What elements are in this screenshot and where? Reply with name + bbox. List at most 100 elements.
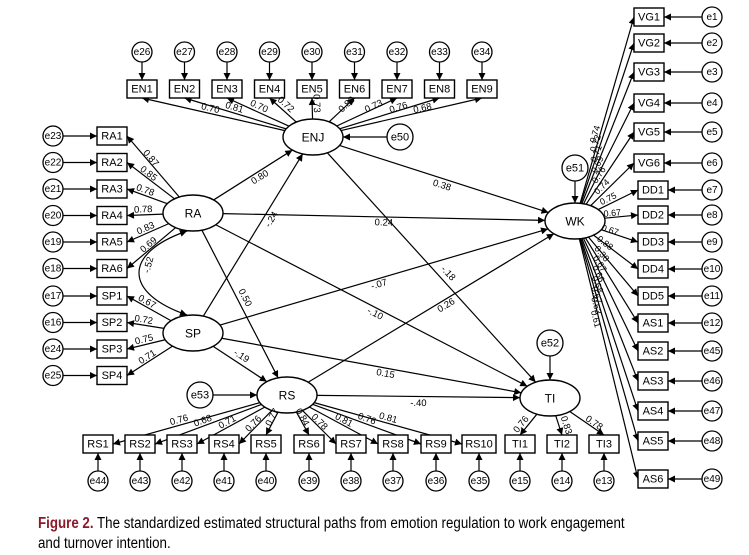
loading-line-SP2: [126, 320, 165, 329]
loading-line-AS6: [578, 238, 640, 480]
error-e22-label: e22: [45, 158, 62, 169]
indicator-RA6-label: RA6: [101, 263, 122, 275]
indicator-EN3: [211, 79, 243, 99]
loading-value-RA2: 0.85: [138, 164, 159, 184]
loading-line-DD1: [597, 189, 639, 211]
indicator-TI2: [546, 434, 578, 454]
path-coef-RA-WK: 0.24: [375, 217, 394, 228]
loading-value-TI2: 0.83: [558, 415, 574, 436]
loading-line-VG5: [585, 131, 635, 205]
indicator-TI3-label: TI3: [596, 439, 612, 451]
figure-caption: Figure 2. The standardized estimated str…: [38, 514, 640, 554]
error-e20: [42, 204, 64, 227]
loading-value-SP1: 0.67: [136, 293, 158, 312]
loading-value-RS7: 0.78: [309, 412, 330, 433]
latent-label-TI: TI: [545, 392, 556, 406]
loading-line-AS1: [584, 237, 639, 324]
path-coef-RS-WK: 0.26: [436, 296, 458, 315]
loading-line-RA5: [126, 223, 170, 243]
path-line-SP-RS: [212, 345, 268, 383]
error-e20-label: e20: [45, 211, 62, 222]
path-coef-ENJ-WK: 0.38: [431, 178, 452, 194]
latent-label-ENJ: ENJ: [302, 131, 325, 145]
indicator-DD4-label: DD4: [642, 264, 664, 276]
error-e25: [42, 364, 64, 387]
indicator-VG6: [633, 153, 665, 173]
error-e39: [298, 470, 320, 492]
indicator-VG4: [633, 93, 665, 113]
loading-line-RA4: [126, 211, 164, 219]
indicator-RS1-label: RS1: [87, 439, 108, 451]
indicator-VG1-label: VG1: [638, 12, 660, 24]
loading-line-EN3: [226, 97, 290, 127]
error-e40: [255, 470, 277, 492]
loading-line-RA1: [126, 135, 180, 198]
indicator-VG2-label: VG2: [638, 38, 660, 50]
indicator-EN7: [381, 79, 413, 99]
indicator-EN6: [338, 79, 371, 99]
error-e8: [701, 204, 723, 226]
disturbance-e52: [536, 329, 564, 357]
loading-line-EN8: [339, 96, 440, 130]
loading-line-AS4: [580, 238, 640, 412]
indicator-VG5-label: VG5: [638, 127, 660, 139]
error-e28: [216, 41, 238, 63]
indicator-RA1: [96, 126, 128, 146]
error-e12-label: e12: [704, 318, 721, 329]
path-coef-SP-WK: -.07: [370, 277, 389, 292]
error-e41-label: e41: [216, 476, 233, 487]
error-e48-label: e48: [704, 436, 721, 447]
error-e19: [42, 231, 64, 253]
path-line-ENJ-TI: [326, 152, 537, 383]
loading-line-RA2: [126, 162, 175, 200]
loading-value-EN7: 0.73: [363, 98, 384, 116]
indicator-RS10-label: RS10: [465, 439, 493, 451]
indicator-DD1-label: DD1: [642, 185, 664, 197]
error-e5: [701, 121, 723, 143]
indicator-RS5: [250, 434, 282, 454]
error-e46: [701, 370, 723, 392]
error-e48: [701, 430, 723, 452]
loading-line-EN1: [141, 96, 286, 132]
loading-line-TI3: [569, 411, 605, 436]
error-e38-label: e38: [343, 476, 360, 487]
loading-value-RS3: 0.71: [217, 413, 239, 432]
error-e2-label: e2: [706, 38, 718, 49]
error-e22: [42, 151, 64, 174]
indicator-SP2: [96, 312, 128, 333]
loading-line-RA6: [126, 227, 176, 269]
error-e7: [701, 179, 723, 201]
indicator-AS1: [637, 313, 669, 333]
indicator-AS2-label: AS2: [643, 346, 664, 358]
path-coef-ENJ-TI: -.18: [438, 264, 457, 284]
disturbance-e53: [186, 381, 214, 409]
indicator-TI1-label: TI1: [512, 439, 528, 451]
loading-line-EN2: [184, 96, 287, 130]
error-e6: [701, 152, 723, 174]
indicator-RS9-label: RS9: [425, 439, 446, 451]
indicator-DD2-label: DD2: [642, 210, 664, 222]
error-e30-label: e30: [304, 47, 321, 58]
error-e24-label: e24: [45, 344, 62, 355]
loading-value-EN1: 0.70: [200, 101, 220, 116]
error-e36: [425, 470, 447, 492]
error-e6-label: e6: [706, 158, 718, 169]
indicator-RS7-label: RS7: [340, 439, 361, 451]
disturbance-e50-label: e50: [391, 132, 409, 144]
indicator-EN2-label: EN2: [174, 84, 195, 96]
error-e32-label: e32: [389, 47, 406, 58]
disturbance-e52-label: e52: [541, 338, 559, 350]
loading-line-VG1: [579, 16, 636, 204]
error-e1-label: e1: [706, 12, 718, 23]
error-e9-label: e9: [706, 237, 718, 248]
error-e15-label: e15: [512, 476, 529, 487]
indicator-AS6-label: AS6: [643, 474, 664, 486]
error-e34-label: e34: [474, 47, 491, 58]
indicator-DD3-label: DD3: [642, 237, 664, 249]
loading-line-RS6: [295, 411, 310, 436]
loading-line-DD2: [604, 212, 639, 220]
error-e1: [701, 6, 723, 28]
indicator-RS7: [335, 434, 367, 454]
indicator-AS5: [637, 431, 669, 451]
caption-text-line1: The standardized estimated structural pa…: [97, 515, 625, 532]
